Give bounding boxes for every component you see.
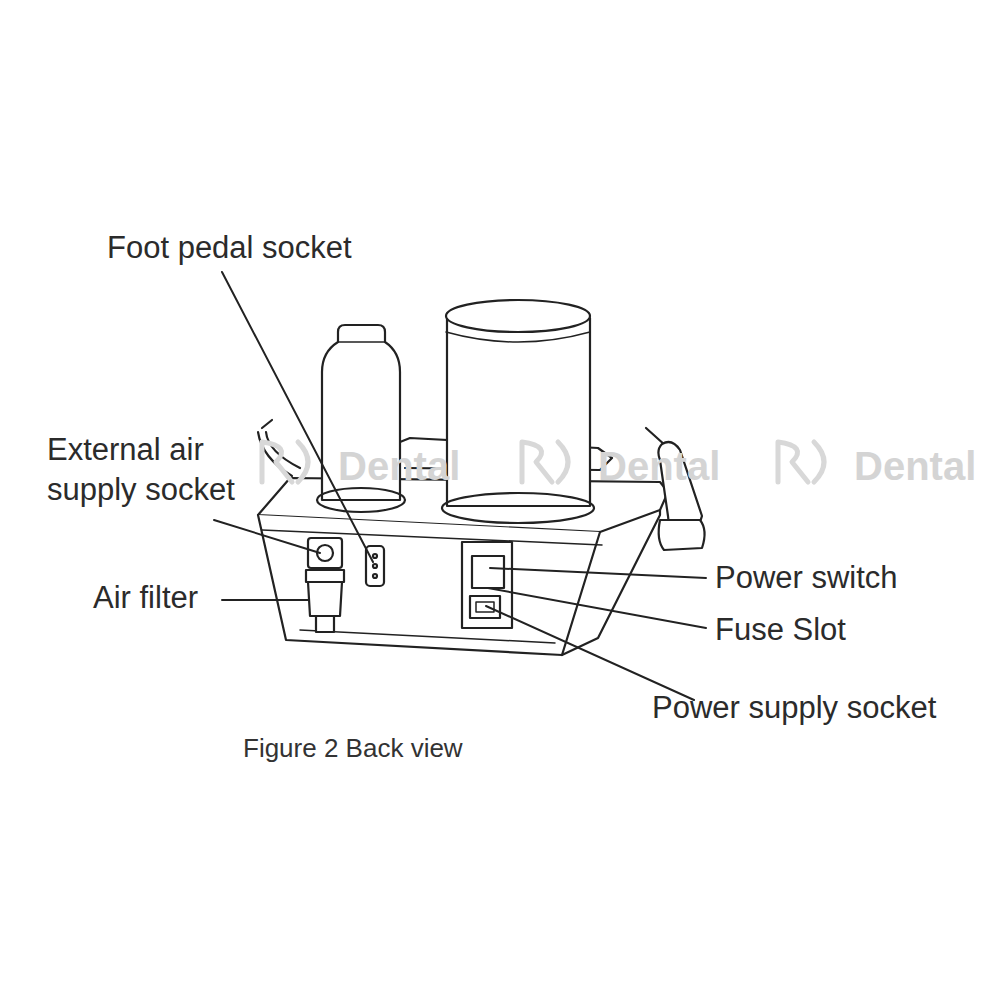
- part-label: External air supply socket: [47, 430, 282, 511]
- part-label: Air filter: [93, 578, 198, 618]
- cup-lid: [446, 300, 590, 332]
- base-side: [562, 510, 660, 655]
- watermark: Dental: [338, 440, 460, 492]
- bottle-hole: [317, 488, 405, 512]
- leader-line: [222, 272, 373, 562]
- part-label: Foot pedal socket: [107, 228, 352, 268]
- part-label: Power switch: [715, 558, 898, 598]
- cup-lid-rim: [446, 332, 590, 342]
- leader-line: [214, 520, 320, 553]
- leader-line: [486, 606, 694, 700]
- air-filter-bowl: [308, 582, 342, 616]
- part-label: Power supply socket: [652, 688, 936, 728]
- pin: [373, 564, 377, 568]
- part-label: Fuse Slot: [715, 610, 846, 650]
- pin: [373, 554, 377, 558]
- leader-line: [222, 599, 308, 601]
- bottle-cap: [338, 341, 385, 343]
- leader-line: [490, 568, 706, 578]
- pin: [373, 574, 377, 578]
- watermark: Dental: [598, 440, 720, 492]
- power-switch: [472, 556, 504, 588]
- base-edge: [300, 630, 555, 643]
- socket-pins: [476, 602, 494, 612]
- filter-drain: [316, 616, 334, 632]
- handpiece-holder: [659, 520, 705, 550]
- filter-head: [306, 570, 344, 582]
- cup-hole: [442, 493, 594, 523]
- power-supply-socket: [470, 596, 500, 618]
- figure-caption: Figure 2 Back view: [243, 732, 463, 766]
- watermark: Dental: [854, 440, 976, 492]
- powder-cup: [447, 318, 590, 506]
- air-socket: [308, 538, 342, 568]
